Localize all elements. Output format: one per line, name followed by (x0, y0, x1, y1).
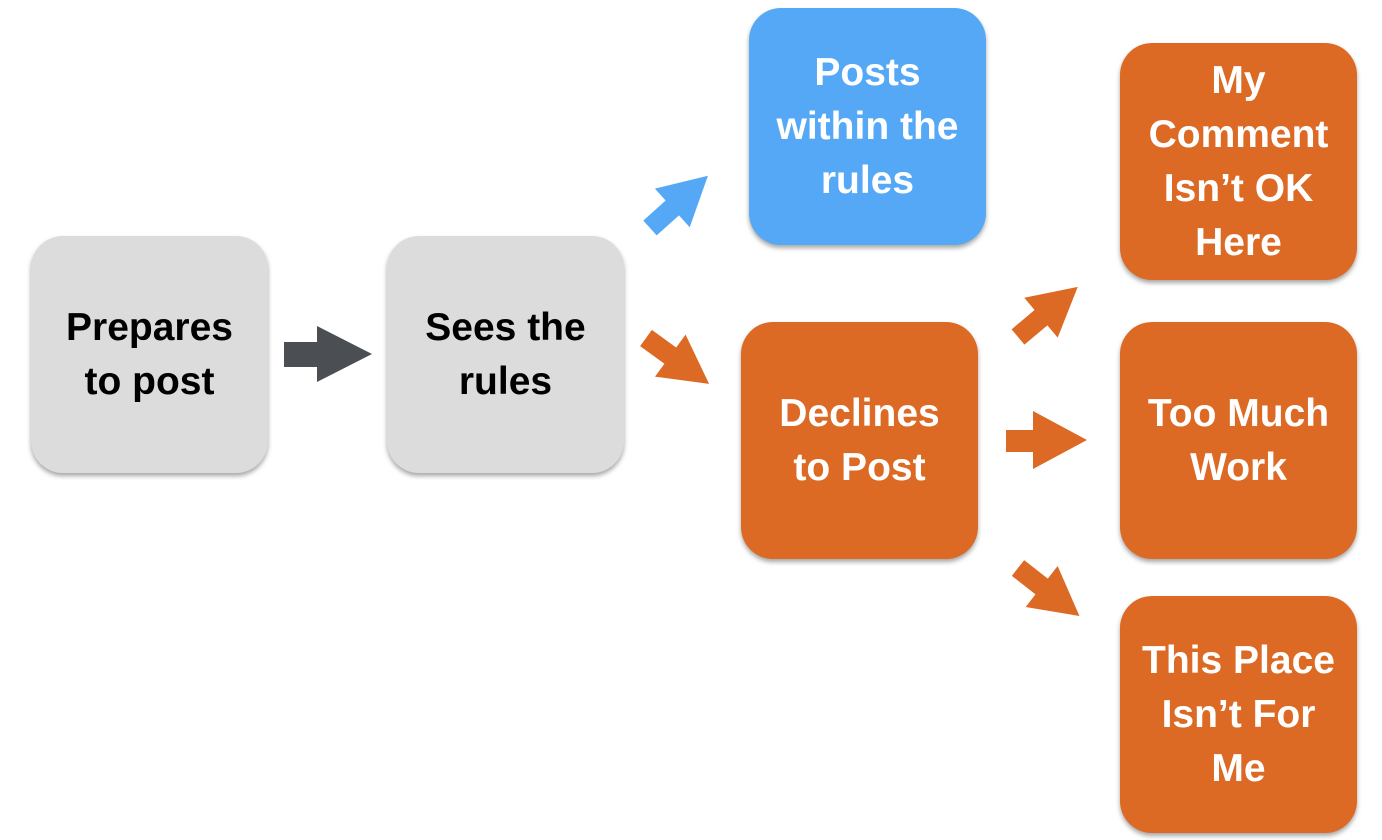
node-declines-label: Declines to Post (779, 391, 940, 489)
node-posts-within-rules: Posts within the rules (749, 8, 986, 245)
node-too-much-work-label: Too Much Work (1147, 391, 1330, 489)
arrow-declines-to-place (1011, 560, 1080, 617)
arrow-declines-to-comment (1011, 286, 1078, 345)
node-sees-the-rules: Sees the rules (387, 236, 624, 473)
node-prepares-to-post: Prepares to post (31, 236, 268, 473)
arrow-prepares-to-sees-rules (284, 326, 372, 382)
node-prepares-label: Prepares to post (66, 305, 233, 403)
node-comment-not-ok: My Comment Isn’t OK Here (1120, 43, 1357, 280)
node-declines-to-post: Declines to Post (741, 322, 978, 559)
arrow-declines-to-work (1006, 411, 1087, 469)
arrow-sees-rules-to-declines (640, 329, 710, 384)
arrow-sees-rules-to-posts (643, 175, 708, 236)
node-too-much-work: Too Much Work (1120, 322, 1357, 559)
node-comment-not-ok-label: My Comment Isn’t OK Here (1148, 58, 1329, 264)
node-posts-within-label: Posts within the rules (776, 50, 959, 202)
node-place-not-for-me: This Place Isn’t For Me (1120, 596, 1357, 833)
node-place-not-for-me-label: This Place Isn’t For Me (1142, 638, 1335, 790)
node-sees-rules-label: Sees the rules (425, 305, 586, 403)
